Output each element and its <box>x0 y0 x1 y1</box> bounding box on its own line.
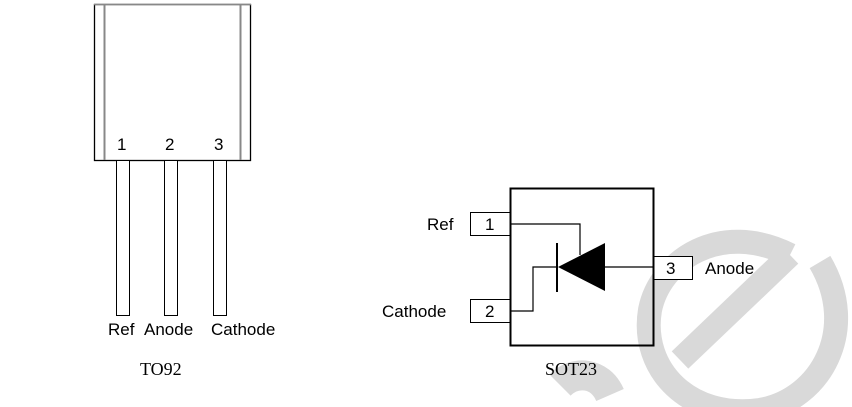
sot23-package-label: SOT23 <box>545 359 597 379</box>
to92-body <box>93 3 252 162</box>
sot23-pin1-name: Ref <box>427 215 454 234</box>
sot23-cathode-wire <box>511 266 557 312</box>
watermark-slash <box>671 246 799 369</box>
sot23-body <box>509 187 655 347</box>
to92-lead-1 <box>116 160 130 316</box>
to92-pin1-number: 1 <box>117 135 126 154</box>
sot23-pin3-number: 3 <box>666 259 675 278</box>
watermark-tail <box>549 360 624 403</box>
to92-pin3-number: 3 <box>214 135 223 154</box>
to92-lead-3 <box>213 160 227 316</box>
to92-pin1-name: Ref <box>108 320 135 339</box>
to92-package-label: TO92 <box>140 359 182 379</box>
diode-symbol-icon <box>558 243 605 291</box>
watermark-logo <box>549 229 849 407</box>
to92-pin3-name: Cathode <box>211 320 275 339</box>
sot23-pin3-name: Anode <box>705 259 754 278</box>
watermark-arc <box>636 229 849 407</box>
sot23-pin2-number: 2 <box>485 302 494 321</box>
sot23-pin1-number: 1 <box>485 215 494 234</box>
to92-lead-2 <box>164 160 178 316</box>
to92-package: 1 2 3 Ref Anode Cathode TO92 <box>93 3 275 379</box>
sot23-pin2-name: Cathode <box>382 302 446 321</box>
sot23-package: 1 2 3 Ref Cathode Anode SOT23 <box>382 187 754 379</box>
to92-pin2-number: 2 <box>165 135 174 154</box>
to92-pin2-name: Anode <box>144 320 193 339</box>
sot23-ref-wire <box>511 223 581 255</box>
